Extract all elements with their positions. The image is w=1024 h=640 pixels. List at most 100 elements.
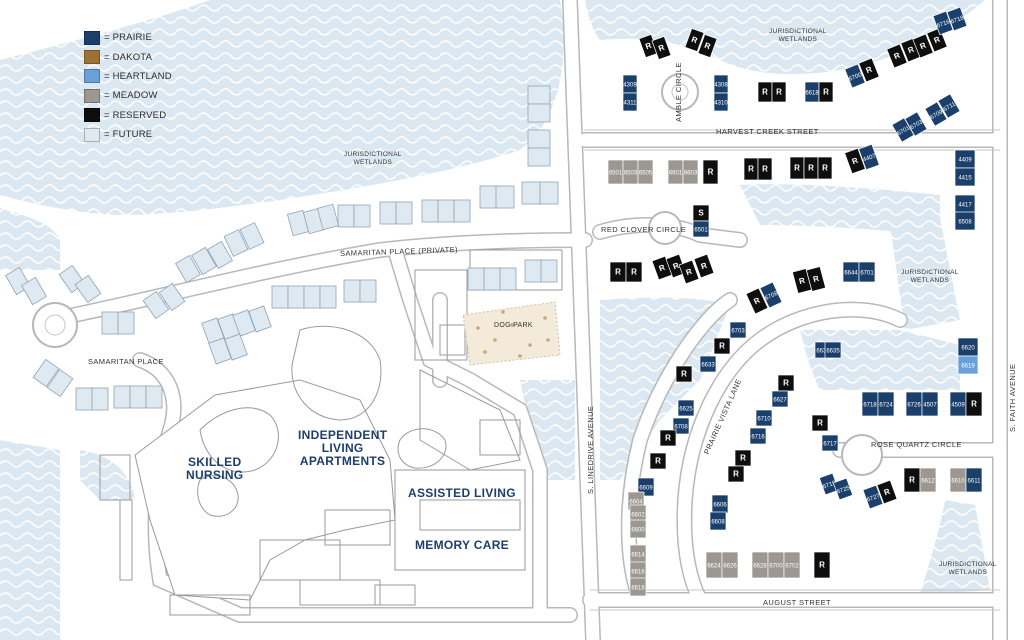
home-lot-prairie[interactable]: 6709: [924, 101, 948, 127]
home-lot-prairie[interactable]: 6700: [844, 63, 866, 89]
home-lot-reserved[interactable]: R: [727, 465, 745, 483]
home-lot-reserved[interactable]: R: [811, 414, 829, 432]
home-lot-reserved[interactable]: R: [965, 391, 983, 417]
home-lot-reserved[interactable]: R: [813, 551, 831, 579]
home-lot-reserved[interactable]: R: [771, 81, 787, 103]
home-lot-reserved[interactable]: R: [912, 33, 934, 59]
home-lot-meadow[interactable]: 6702: [783, 551, 801, 579]
legend-label: = RESERVED: [104, 109, 167, 121]
home-lot-prairie[interactable]: 6719: [818, 472, 840, 496]
home-lot-reserved[interactable]: R: [817, 156, 833, 180]
legend-item-meadow: = MEADOW: [84, 86, 172, 105]
home-lot-meadow[interactable]: 6505: [637, 159, 654, 185]
home-lot-reserved[interactable]: R: [777, 374, 795, 392]
home-lot-prairie[interactable]: 6726: [905, 391, 923, 417]
home-lot-prairie[interactable]: 6727: [862, 484, 884, 510]
home-lot-prairie[interactable]: 6716: [749, 427, 767, 445]
home-lot-meadow[interactable]: 6601: [667, 159, 684, 185]
future-home: [479, 185, 499, 209]
home-lot-reserved[interactable]: R: [625, 261, 643, 283]
home-lot-reserved[interactable]: R: [697, 33, 718, 59]
home-lot-reserved[interactable]: R: [659, 429, 677, 447]
home-lot-reserved[interactable]: R: [743, 157, 759, 181]
home-lot-prairie[interactable]: 4409: [954, 149, 976, 169]
home-lot-meadow[interactable]: 6600: [629, 519, 647, 539]
home-lot-reserved[interactable]: R: [805, 266, 827, 292]
home-lot-prairie[interactable]: 6501: [692, 220, 710, 238]
home-lot-meadow[interactable]: 6700: [767, 551, 785, 579]
home-lot-prairie[interactable]: 6618: [804, 81, 820, 103]
home-lot-meadow[interactable]: 6618: [629, 577, 647, 597]
home-lot-reserved[interactable]: R: [886, 43, 908, 69]
home-lot-prairie[interactable]: 6608: [709, 511, 727, 531]
home-lot-reserved[interactable]: R: [789, 156, 805, 180]
home-lot-meadow[interactable]: 6603: [682, 159, 699, 185]
home-lot-reserved[interactable]: R: [844, 147, 866, 175]
home-lot-reserved[interactable]: R: [745, 287, 769, 315]
home-lot-prairie[interactable]: 6625: [677, 399, 695, 417]
home-lot-prairie[interactable]: 6611: [965, 467, 983, 493]
home-lot-reserved[interactable]: R: [675, 365, 693, 383]
home-lot-prairie[interactable]: 4407: [858, 143, 880, 171]
home-lot-prairie[interactable]: 6703: [904, 111, 928, 137]
home-lot-prairie[interactable]: 6708: [672, 417, 690, 435]
home-lot-meadow[interactable]: 6503: [622, 159, 639, 185]
home-lot-shape: [682, 159, 699, 185]
home-lot-prairie[interactable]: 6633: [699, 355, 717, 373]
home-lot-reserved[interactable]: R: [876, 479, 898, 505]
home-lot-reserved[interactable]: R: [757, 81, 773, 103]
home-lot-prairie[interactable]: 6710: [755, 409, 773, 427]
home-lot-prairie[interactable]: 6724: [877, 391, 895, 417]
home-lot-reserved[interactable]: R: [678, 259, 700, 285]
home-lot-prairie[interactable]: 6644: [842, 261, 860, 283]
home-lot-reserved[interactable]: R: [651, 35, 672, 61]
home-lot-prairie[interactable]: 6718: [946, 6, 968, 32]
home-lot-heartland[interactable]: 6619: [957, 355, 979, 375]
home-lot-prairie[interactable]: 6606: [711, 494, 729, 514]
home-lot-reserved[interactable]: R: [684, 27, 705, 53]
home-lot-reserved[interactable]: R: [693, 253, 715, 279]
home-lot-reserved[interactable]: R: [609, 261, 627, 283]
home-lot-prairie[interactable]: 4308: [713, 74, 729, 94]
home-lot-reserved[interactable]: R: [757, 157, 773, 181]
home-lot-reserved[interactable]: S: [692, 204, 710, 222]
home-lot-prairie[interactable]: 4417: [954, 194, 976, 214]
home-lot-meadow[interactable]: 6501: [607, 159, 624, 185]
home-lot-prairie[interactable]: 4415: [954, 167, 976, 187]
home-lot-prairie[interactable]: 4507: [921, 391, 939, 417]
home-lot-meadow[interactable]: 6616: [629, 561, 647, 581]
home-lot-prairie[interactable]: 4311: [622, 92, 638, 112]
home-lot-prairie[interactable]: 6725: [832, 477, 854, 501]
home-lot-meadow[interactable]: 6614: [629, 544, 647, 564]
home-lot-prairie[interactable]: 6716: [932, 10, 954, 36]
home-lot-meadow[interactable]: 6628: [751, 551, 769, 579]
home-lot-reserved[interactable]: R: [713, 337, 731, 355]
home-lot-meadow[interactable]: 6610: [949, 467, 967, 493]
home-lot-prairie[interactable]: 6635: [824, 341, 842, 359]
home-lot-prairie[interactable]: 6718: [861, 391, 879, 417]
home-lot-prairie[interactable]: 6620: [957, 337, 979, 357]
home-lot-label: 6711: [943, 101, 958, 113]
future-home: [117, 311, 135, 335]
home-lot-meadow[interactable]: 6624: [705, 551, 723, 579]
home-lot-prairie[interactable]: 6717: [821, 434, 839, 452]
home-lot-prairie[interactable]: 6703: [729, 321, 747, 339]
home-lot-reserved[interactable]: R: [818, 81, 834, 103]
home-lot-meadow[interactable]: 6626: [721, 551, 739, 579]
home-lot-prairie[interactable]: 6708: [759, 281, 783, 309]
home-lot-meadow[interactable]: 6612: [919, 467, 937, 493]
home-lot-reserved[interactable]: R: [803, 156, 819, 180]
home-lot-prairie[interactable]: 4310: [713, 92, 729, 112]
home-lot-prairie[interactable]: 4309: [622, 74, 638, 94]
home-lot-prairie[interactable]: 6508: [954, 211, 976, 231]
home-lot-prairie[interactable]: 4509: [949, 391, 967, 417]
home-lot-prairie[interactable]: 6711: [937, 93, 961, 119]
home-lot-reserved[interactable]: R: [734, 449, 752, 467]
home-lot-reserved[interactable]: R: [702, 159, 719, 185]
home-lot-reserved[interactable]: R: [649, 452, 667, 470]
home-lot-prairie[interactable]: 6609: [637, 477, 655, 497]
home-lot-prairie[interactable]: 6627: [771, 390, 789, 408]
home-lot-prairie[interactable]: 6701: [858, 261, 876, 283]
home-lot-reserved[interactable]: R: [858, 57, 880, 83]
home-lot-reserved[interactable]: R: [903, 467, 921, 493]
